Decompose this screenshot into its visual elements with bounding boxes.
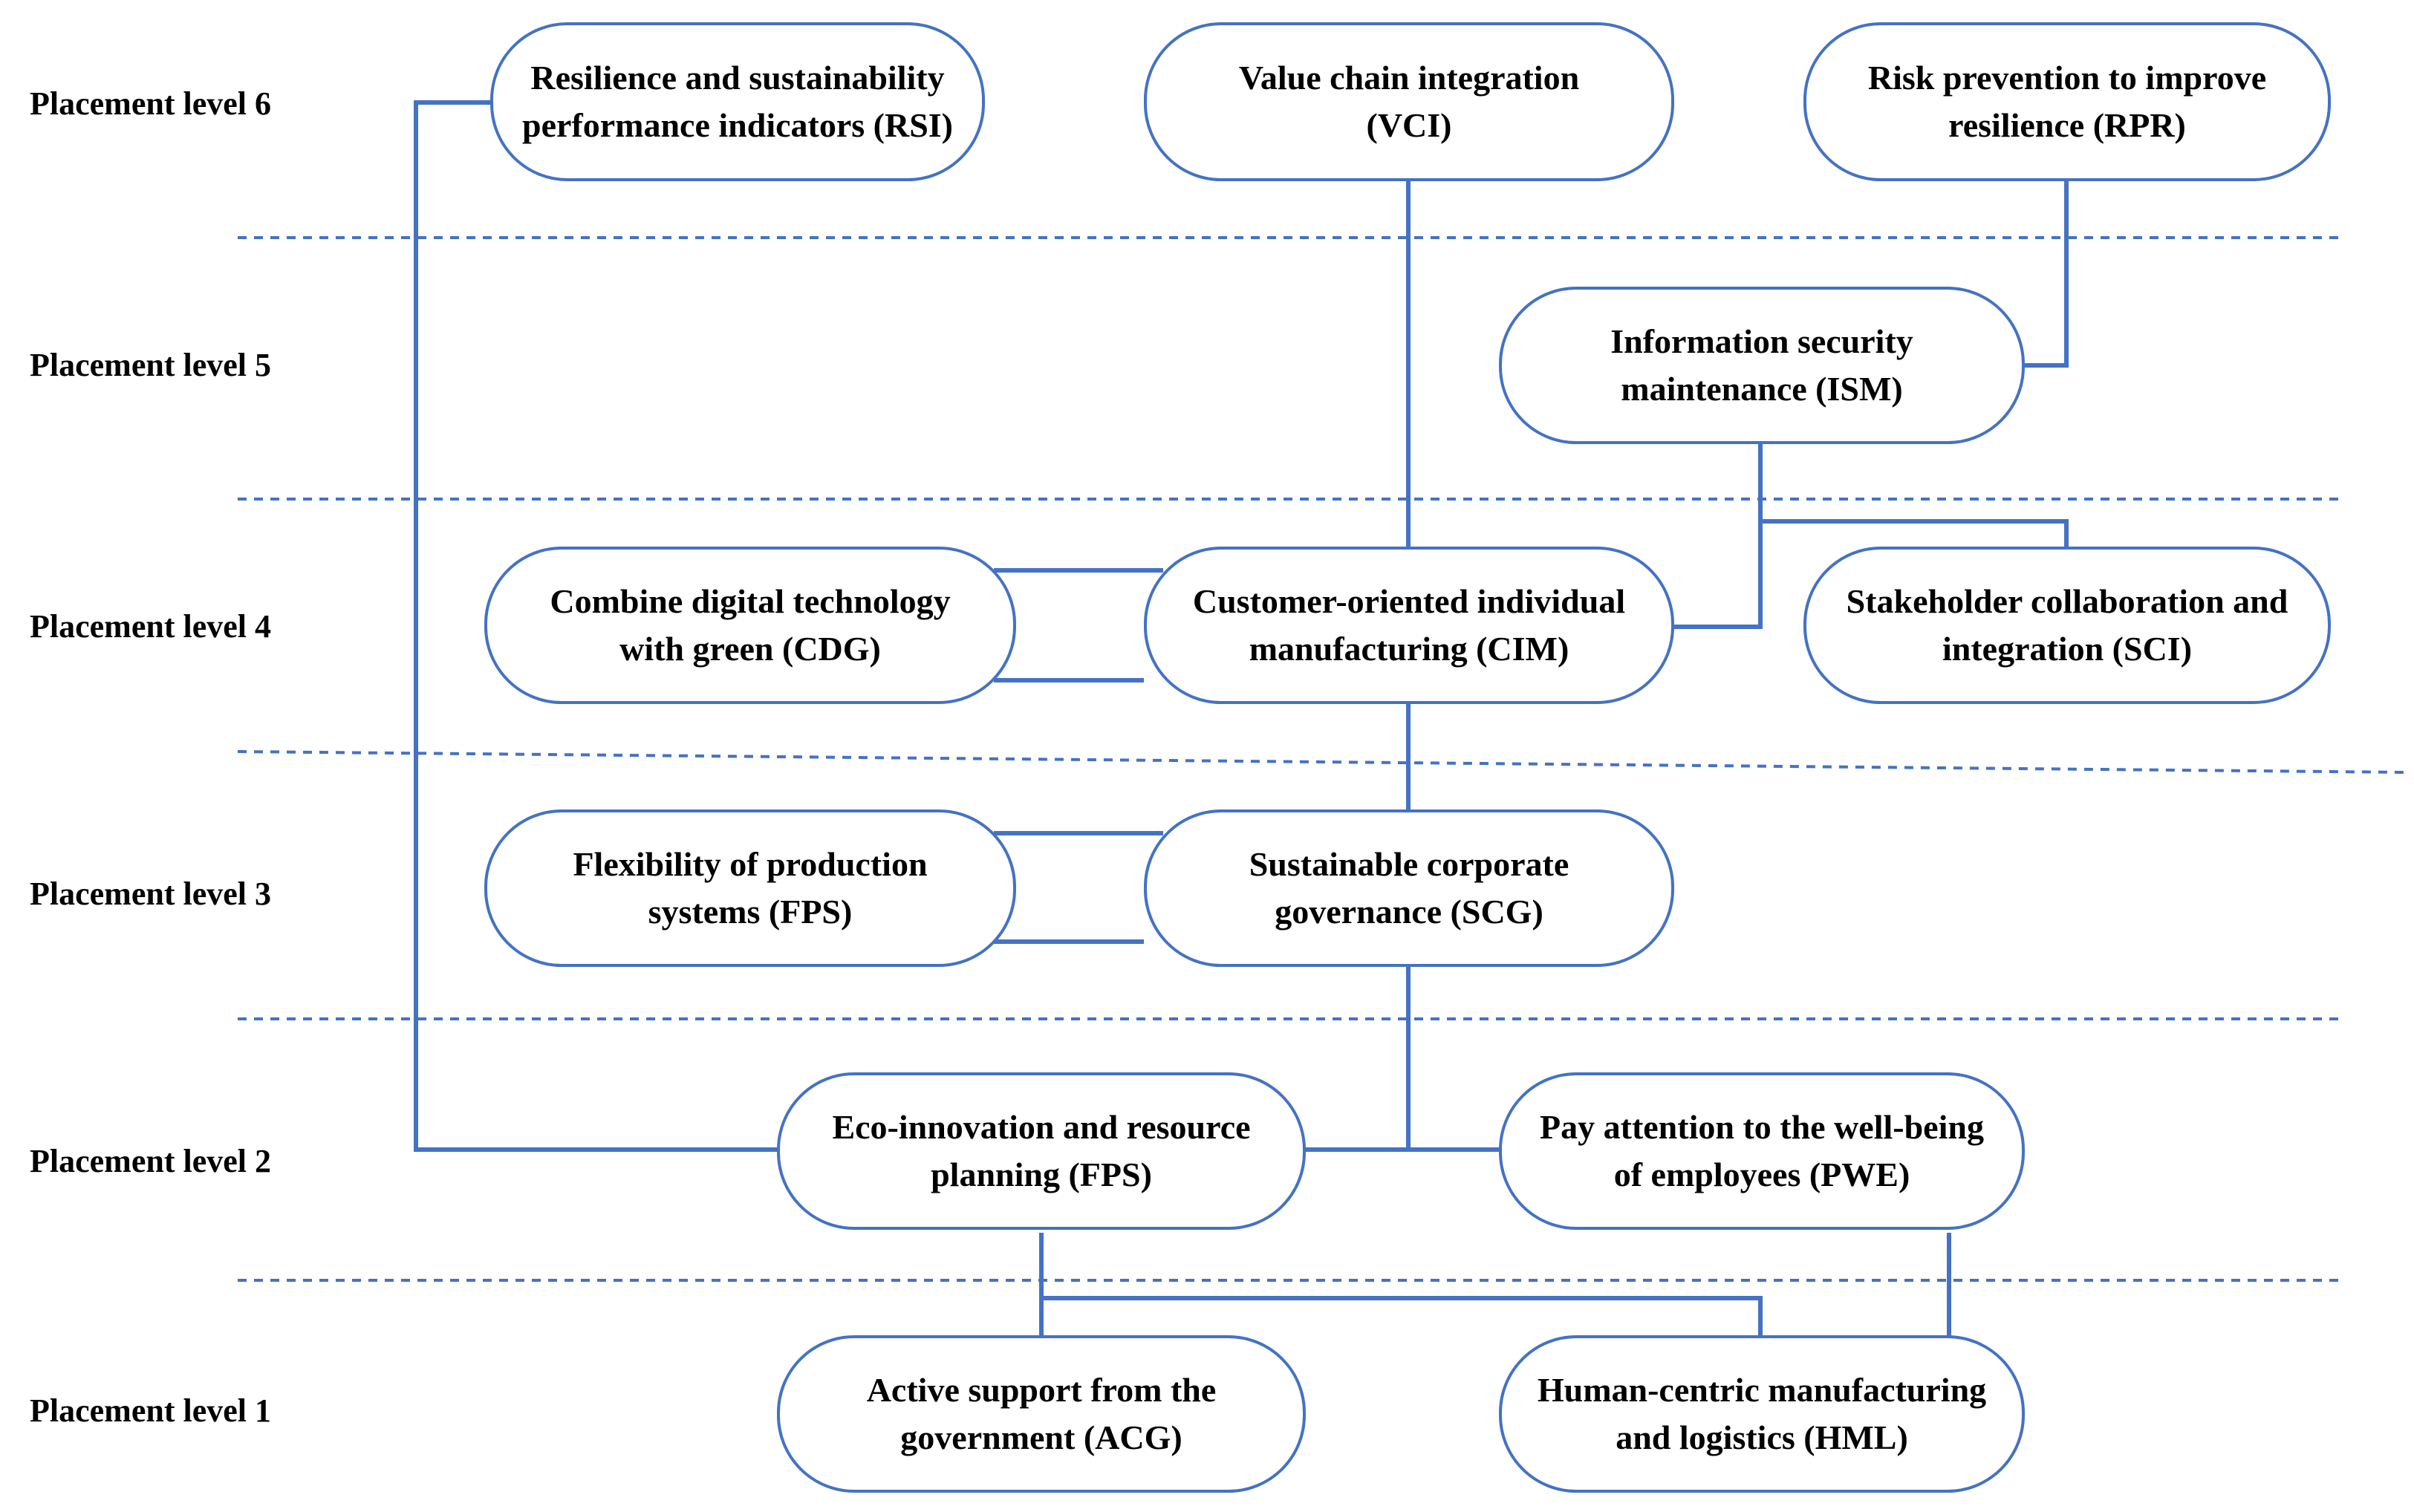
node-vci: Value chain integration(VCI)	[1144, 22, 1674, 181]
level-label-6: Placement level 6	[30, 85, 271, 122]
level-label-2: Placement level 2	[30, 1143, 271, 1179]
level-label-5: Placement level 5	[30, 347, 271, 383]
edge-eir-rsi	[414, 100, 777, 1152]
level-label-3: Placement level 3	[30, 876, 271, 912]
level-label-1: Placement level 1	[30, 1392, 271, 1429]
edge-ism-rpr	[2022, 180, 2069, 368]
divider-4-3	[237, 750, 2407, 774]
level-label-4: Placement level 4	[30, 608, 271, 645]
edge-cim-ism	[1671, 443, 1763, 629]
level-dividers	[237, 236, 2407, 1282]
edge-acg-hml-bus	[1041, 1296, 1763, 1337]
edge-sci-ism	[1760, 519, 2069, 547]
